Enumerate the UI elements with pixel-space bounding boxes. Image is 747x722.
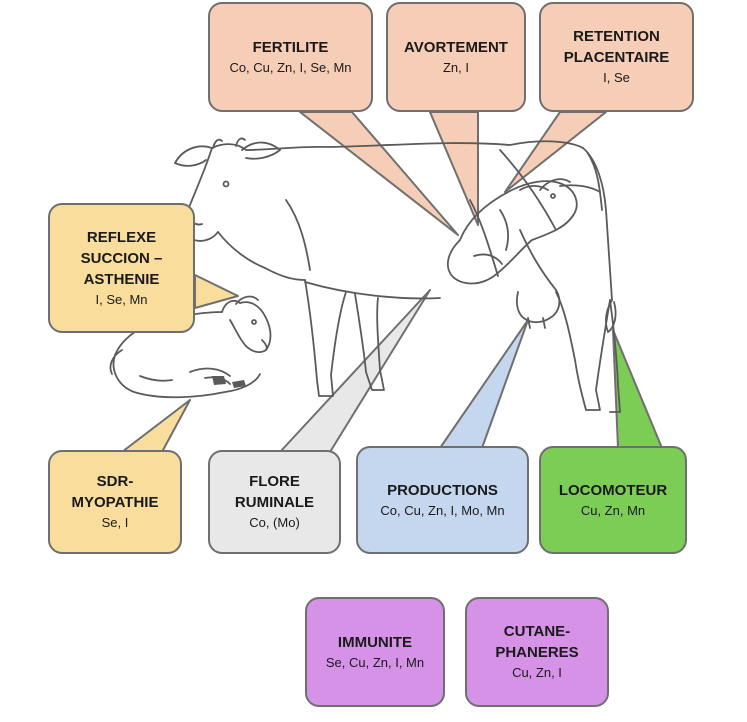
- box-elements: Se, Cu, Zn, I, Mn: [325, 654, 425, 670]
- retention-tail: [504, 111, 607, 193]
- sdr-tail: [121, 399, 191, 453]
- box-title: REFLEXE SUCCION – ASTHENIE: [80, 228, 163, 288]
- box-elements: Cu, Zn, Mn: [580, 502, 646, 518]
- box-title: FLORE RUMINALE: [234, 473, 315, 511]
- box-title: IMMUNITE: [337, 633, 413, 651]
- box-elements: Cu, Zn, I: [512, 665, 562, 680]
- box-elements: Se, I: [101, 515, 129, 530]
- box-locomoteur: LOCOMOTEUR Cu, Zn, Mn: [539, 446, 687, 554]
- box-elements: Co, (Mo): [249, 515, 300, 530]
- box-title: SDR- MYOPATHIE: [71, 473, 159, 511]
- box-cutane-phaneres: CUTANE- PHANERES Cu, Zn, I: [465, 597, 609, 707]
- box-elements: Zn, I: [442, 59, 469, 75]
- box-immunite: IMMUNITE Se, Cu, Zn, I, Mn: [305, 597, 445, 707]
- box-elements: Co, Cu, Zn, I, Se, Mn: [229, 59, 352, 75]
- box-reflexe-succion-asthenie: REFLEXE SUCCION – ASTHENIE I, Se, Mn: [48, 203, 195, 333]
- box-title: FERTILITE: [252, 38, 329, 56]
- fetus-drawing: [446, 178, 601, 285]
- box-title: AVORTEMENT: [404, 38, 508, 56]
- reflexe-tail: [194, 274, 239, 309]
- productions-tail: [439, 319, 529, 449]
- box-retention-placentaire: RETENTION PLACENTAIRE I, Se: [539, 2, 694, 112]
- callout-tails: [121, 111, 663, 453]
- locomoteur-tail: [612, 329, 663, 449]
- box-avortement: AVORTEMENT Zn, I: [386, 2, 526, 112]
- box-elements: I, Se, Mn: [95, 291, 148, 307]
- avortement-tail: [429, 111, 479, 226]
- box-title: CUTANE- PHANERES: [495, 623, 579, 661]
- flore-tail: [279, 289, 431, 453]
- box-title: RETENTION PLACENTAIRE: [563, 28, 670, 66]
- box-elements: Co, Cu, Zn, I, Mo, Mn: [380, 502, 505, 518]
- box-elements: I, Se: [603, 70, 630, 85]
- box-fertilite: FERTILITE Co, Cu, Zn, I, Se, Mn: [208, 2, 373, 112]
- box-productions: PRODUCTIONS Co, Cu, Zn, I, Mo, Mn: [356, 446, 529, 554]
- fertilite-tail: [299, 111, 459, 236]
- box-sdr-myopathie: SDR- MYOPATHIE Se, I: [48, 450, 182, 554]
- box-title: LOCOMOTEUR: [558, 481, 668, 499]
- box-flore-ruminale: FLORE RUMINALE Co, (Mo): [208, 450, 341, 554]
- box-title: PRODUCTIONS: [387, 481, 498, 499]
